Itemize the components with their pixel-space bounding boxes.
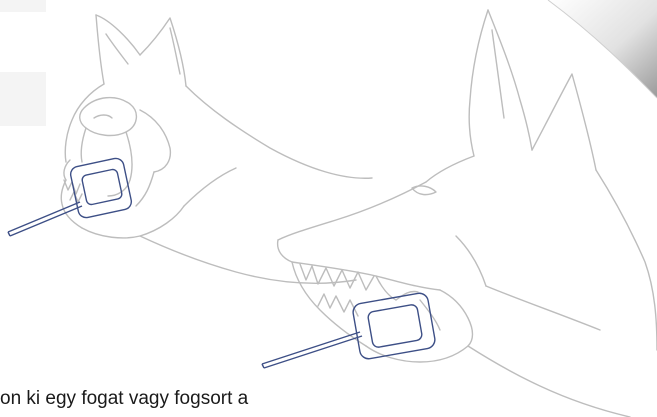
- cat-sensor-holder: [8, 157, 133, 236]
- page-curl-icon: [548, 0, 657, 98]
- dog-head-outline: [278, 10, 657, 417]
- cat-head-outline: [61, 15, 372, 283]
- caption-text: on ki egy fogat vagy fogsort a: [0, 386, 420, 412]
